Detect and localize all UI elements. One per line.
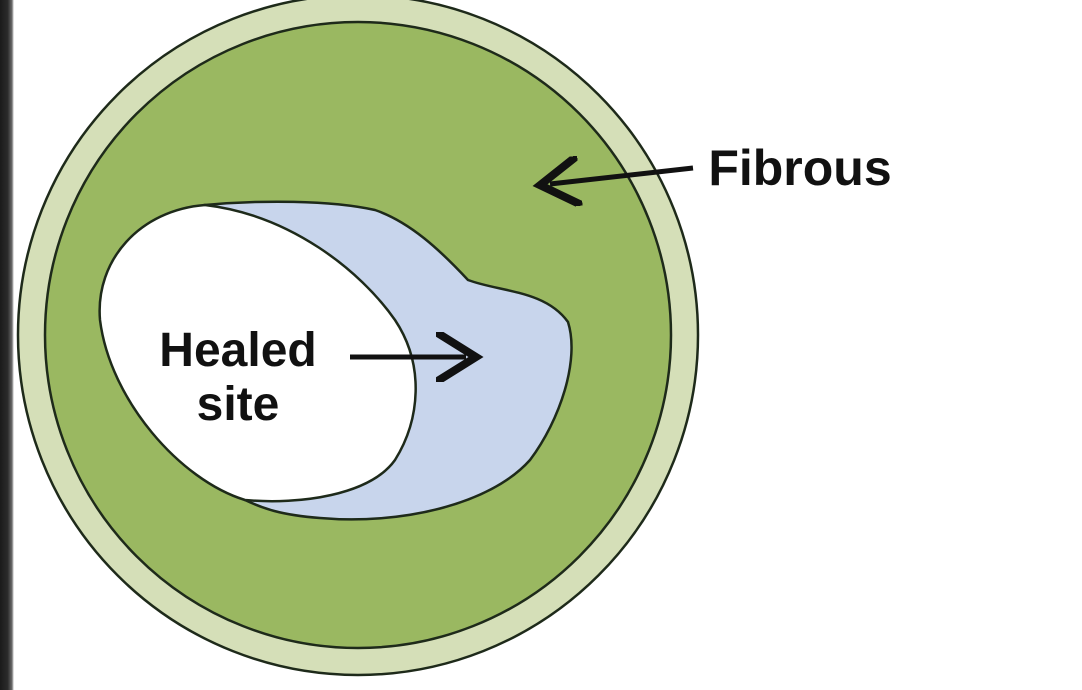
fibrous-label: Fibrous [708,140,891,196]
healed-label-line1: Healed [159,324,316,377]
healed-label-line2: site [197,378,280,431]
